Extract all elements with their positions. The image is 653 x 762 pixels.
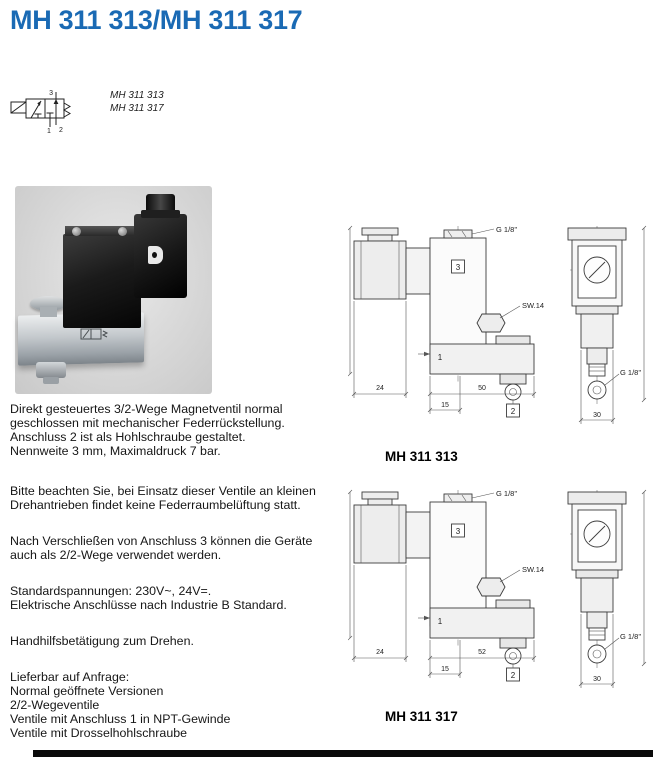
drawing-label-mh311317: MH 311 317 xyxy=(385,709,458,724)
dimension-lines xyxy=(347,225,537,414)
description-paragraph: Handhilfsbetätigung zum Drehen. xyxy=(10,634,194,648)
port-1-label: 1 xyxy=(438,617,443,626)
side-view: G 1/8'' xyxy=(567,490,642,668)
thread-out-label: G 1/8'' xyxy=(620,632,642,641)
side-view: G 1/8'' xyxy=(567,226,642,404)
flow-arrow xyxy=(37,101,41,106)
hollow-screw-fitting xyxy=(36,362,66,378)
port-3-label: 3 xyxy=(456,263,461,272)
coil-screw-icon xyxy=(118,227,127,236)
front-view: 3 2 1 G 1/8'' SW.14 xyxy=(353,225,544,418)
wrench-size-label: SW.14 xyxy=(522,565,544,574)
symbol-port-3: 3 xyxy=(49,90,53,97)
dimension-lines xyxy=(347,489,537,678)
engraved-valve-symbol xyxy=(75,326,113,342)
thread-top-label: G 1/8'' xyxy=(496,225,518,234)
dim-label: 24 xyxy=(376,385,384,392)
knurled-screw xyxy=(30,296,67,311)
hollow-screw-tip xyxy=(43,377,59,384)
brand-logo-dot xyxy=(152,252,157,258)
page-title: MH 311 313/MH 311 317 xyxy=(10,5,303,35)
dim-label: 15 xyxy=(441,402,449,409)
technical-drawing-mh311317: 3 2 1 G 1/8'' SW.14 xyxy=(347,488,650,704)
description-paragraph: Nach Verschließen von Anschluss 3 können… xyxy=(10,534,313,562)
port-2-label: 2 xyxy=(511,407,516,416)
schematic-variant-label-1: MH 311 313 xyxy=(110,90,164,101)
description-paragraph: Standardspannungen: 230V~, 24V=. Elektri… xyxy=(10,584,287,612)
drawing-label-mh311313: MH 311 313 xyxy=(385,449,458,464)
description-paragraph: Lieferbar auf Anfrage: Normal geöffnete … xyxy=(10,670,231,740)
front-view: 3 2 1 G 1/8'' SW.14 xyxy=(353,489,544,682)
description-paragraph: Bitte beachten Sie, bei Einsatz dieser V… xyxy=(10,484,316,512)
symbol-port-2: 2 xyxy=(59,127,63,134)
thread-out-label: G 1/8'' xyxy=(620,368,642,377)
brand-logo-mark xyxy=(148,246,163,264)
flow-arrow xyxy=(53,99,59,104)
product-photo xyxy=(15,186,212,394)
port-3-label: 3 xyxy=(456,527,461,536)
solenoid-coil xyxy=(63,234,141,328)
cable-gland-nut xyxy=(141,210,180,218)
wrench-size-label: SW.14 xyxy=(522,301,544,310)
port-1-label: 1 xyxy=(438,353,443,362)
scan-edge-bar xyxy=(33,750,653,757)
dim-label: 30 xyxy=(593,412,601,419)
thread-top-label: G 1/8'' xyxy=(496,489,518,498)
dim-label: 50 xyxy=(478,385,486,392)
leader-arrow xyxy=(424,351,430,357)
knurled-screw-stem xyxy=(40,307,57,317)
solenoid-coil-top xyxy=(65,226,139,236)
circuit-symbol-drawing: 3 1 2 xyxy=(10,90,71,135)
dimension-lines xyxy=(578,489,647,688)
technical-drawing-mh311313: 3 2 1 G 1/8'' SW.14 xyxy=(347,224,650,440)
dim-label: 52 xyxy=(478,649,486,656)
spring-symbol xyxy=(63,102,71,118)
dim-label: 30 xyxy=(593,676,601,683)
schematic-variant-label-2: MH 311 317 xyxy=(110,103,164,114)
schematic-variant-labels: MH 311 313 MH 311 317 xyxy=(110,89,164,115)
description-text: Direkt gesteuertes 3/2-Wege Magnetventil… xyxy=(10,402,382,762)
port-2-label: 2 xyxy=(511,671,516,680)
dim-label: 24 xyxy=(376,649,384,656)
dim-label: 15 xyxy=(441,666,449,673)
coil-screw-icon xyxy=(72,227,81,236)
symbol-port-1: 1 xyxy=(47,128,51,135)
valve-circuit-symbol: 3 1 2 xyxy=(8,86,108,136)
leader-arrow xyxy=(424,615,430,621)
cable-gland xyxy=(146,194,175,214)
description-paragraph: Direkt gesteuertes 3/2-Wege Magnetventil… xyxy=(10,402,285,458)
dimension-lines xyxy=(578,225,647,424)
